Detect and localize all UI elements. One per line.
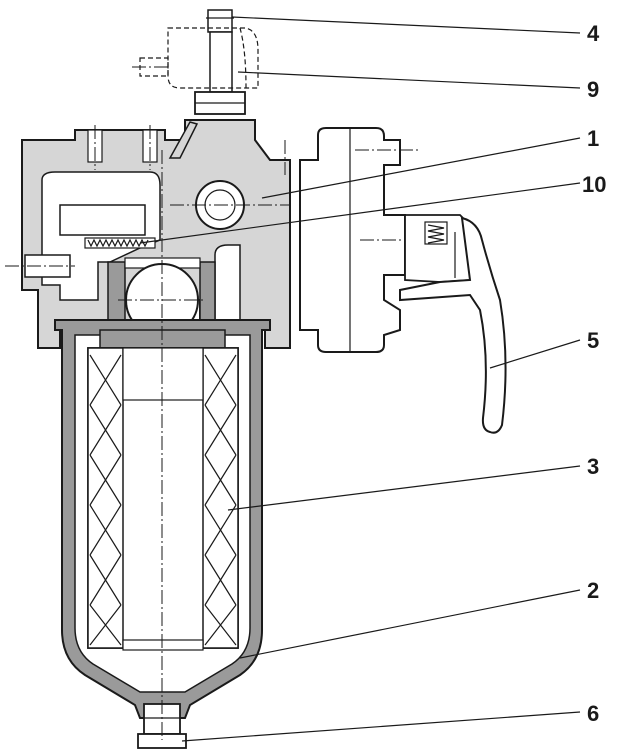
element-media-left <box>87 347 124 649</box>
valve-block-outline <box>299 127 406 353</box>
element-core-top <box>122 347 204 401</box>
callout-9: 9 <box>587 77 599 102</box>
callout-labels: 4 9 1 10 5 3 2 6 <box>582 21 606 726</box>
filter-head-housing <box>5 119 291 349</box>
leader-3 <box>227 465 581 511</box>
leader-10 <box>139 182 581 244</box>
inlet-port <box>24 254 71 278</box>
media-pleats-left <box>89 354 122 646</box>
lever-handle[interactable] <box>399 216 507 434</box>
callout-5: 5 <box>587 328 599 353</box>
leader-9 <box>237 71 581 89</box>
clip-inner <box>239 27 247 89</box>
callout-1: 1 <box>587 126 599 151</box>
top-valve-assembly <box>132 9 259 159</box>
element-end-cap <box>122 639 204 651</box>
leader-5 <box>489 339 581 369</box>
detent-spring <box>427 224 445 244</box>
callout-6: 6 <box>587 701 599 726</box>
leader-6 <box>181 711 581 742</box>
callout-10: 10 <box>582 172 606 197</box>
leader-4 <box>231 16 581 34</box>
callout-3: 3 <box>587 454 599 479</box>
spring-coils <box>87 238 149 248</box>
filter-element <box>87 347 239 651</box>
callout-4: 4 <box>587 21 600 46</box>
head-bracket <box>168 121 199 159</box>
retaining-clip <box>167 27 259 89</box>
bypass-channel <box>214 244 241 321</box>
inlet-passage <box>59 204 146 236</box>
leader-2 <box>239 589 581 659</box>
bypass-valve-block <box>284 127 507 434</box>
element-media-right <box>202 347 239 649</box>
drain-plug-head[interactable] <box>137 733 187 749</box>
housing-inner-chamber <box>41 171 161 301</box>
leader-lines <box>139 16 581 742</box>
leader-1 <box>261 137 581 199</box>
media-pleats-right <box>204 354 237 646</box>
valve-stem <box>209 31 233 93</box>
stem-cap <box>207 9 233 33</box>
callout-2: 2 <box>587 578 599 603</box>
